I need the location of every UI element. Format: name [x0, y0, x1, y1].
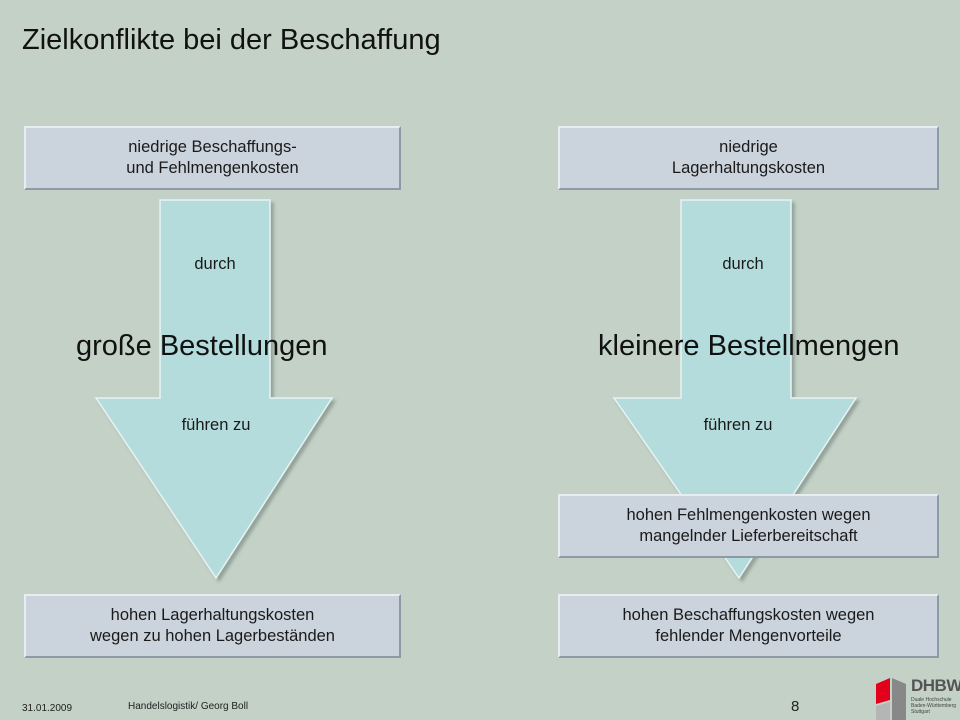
right-down-arrow: [612, 199, 858, 580]
left-big-label: große Bestellungen: [76, 330, 328, 362]
slide-title: Zielkonflikte bei der Beschaffung: [22, 24, 441, 56]
page-number: 8: [791, 698, 800, 715]
right-top-box: niedrige Lagerhaltungskosten: [558, 126, 939, 190]
right-bottom-box: hohen Beschaffungskosten wegen fehlender…: [558, 594, 939, 658]
logo-sub-line2: Baden-Württemberg: [911, 703, 957, 709]
left-durch-label: durch: [194, 255, 236, 273]
left-top-box-line1: niedrige Beschaffungs-: [128, 138, 297, 156]
right-bottom-box-line1: hohen Beschaffungskosten wegen: [622, 606, 875, 624]
right-top-box-line2: Lagerhaltungskosten: [671, 159, 826, 177]
logo-sub-line3: Stuttgart: [911, 709, 930, 715]
left-bottom-box-line2: wegen zu hohen Lagerbeständen: [90, 627, 335, 645]
right-mid-box: hohen Fehlmengenkosten wegen mangelnder …: [558, 494, 939, 558]
dhbw-logo-mark-icon: [876, 678, 906, 720]
right-mid-box-line1: hohen Fehlmengenkosten wegen: [626, 506, 871, 524]
right-mid-box-line2: mangelnder Lieferbereitschaft: [639, 527, 858, 545]
right-bottom-box-line2: fehlender Mengenvorteile: [655, 627, 842, 645]
right-durch-label: durch: [722, 255, 764, 273]
footer-author: Handelslogistik/ Georg Boll: [128, 701, 249, 712]
right-fuehren-label: führen zu: [703, 416, 773, 434]
right-big-label: kleinere Bestellmengen: [598, 330, 900, 362]
left-fuehren-label: führen zu: [181, 416, 251, 434]
logo-subtitle: Duale Hochschule Baden-Württemberg Stutt…: [911, 697, 956, 715]
right-top-box-line1: niedrige: [719, 138, 778, 156]
left-top-box: niedrige Beschaffungs- und Fehlmengenkos…: [24, 126, 401, 190]
left-bottom-box-line1: hohen Lagerhaltungskosten: [110, 606, 315, 624]
left-down-arrow: [94, 199, 334, 580]
footer-date: 31.01.2009: [22, 703, 73, 714]
left-top-box-line2: und Fehlmengenkosten: [126, 159, 299, 177]
logo-sub-line1: Duale Hochschule: [911, 697, 952, 703]
dhbw-logo: DHBW Duale Hochschule Baden-Württemberg …: [874, 674, 960, 720]
logo-text: DHBW: [911, 676, 960, 695]
left-bottom-box: hohen Lagerhaltungskosten wegen zu hohen…: [24, 594, 401, 658]
